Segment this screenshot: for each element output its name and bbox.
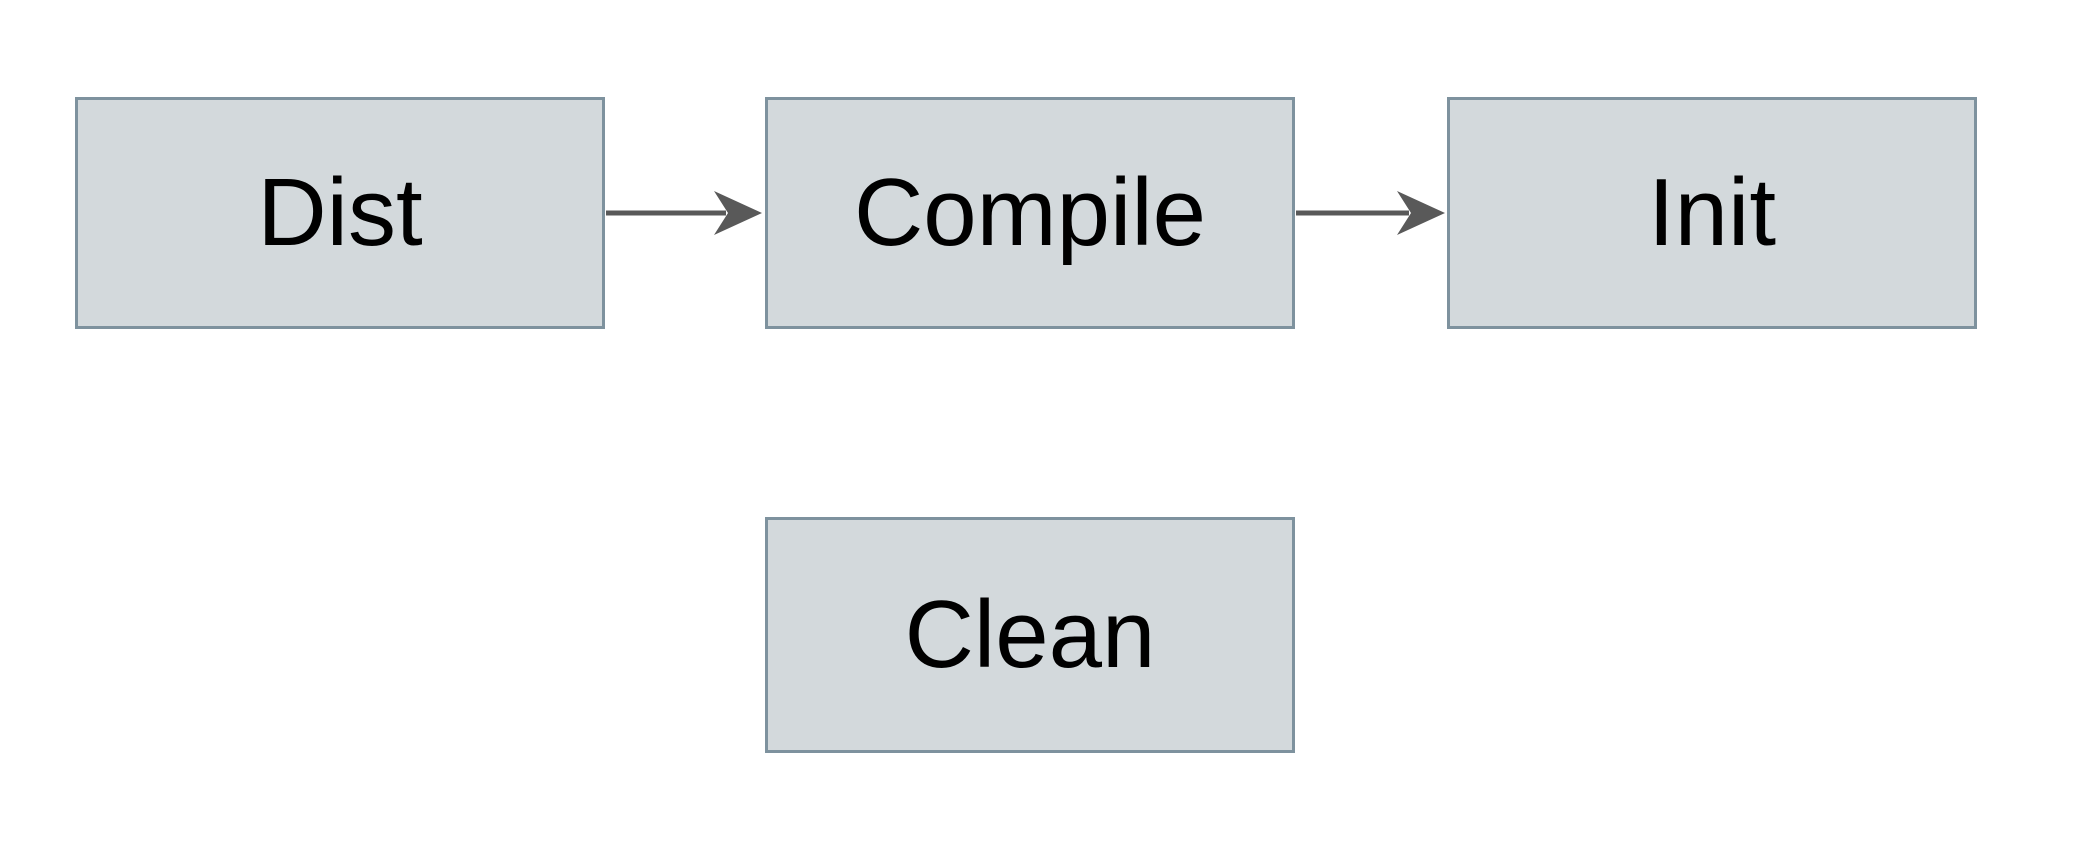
node-compile-label: Compile [853, 159, 1207, 266]
node-init-label: Init [1647, 159, 1777, 266]
node-dist: Dist [75, 97, 605, 329]
node-compile: Compile [765, 97, 1295, 329]
arrowhead-icon [714, 191, 762, 235]
node-clean: Clean [765, 517, 1295, 753]
arrow-compile-to-init [1296, 191, 1445, 235]
arrow-dist-to-compile [606, 191, 762, 235]
arrowhead-icon [1397, 191, 1445, 235]
node-init: Init [1447, 97, 1977, 329]
node-clean-label: Clean [904, 581, 1156, 688]
node-dist-label: Dist [257, 159, 423, 266]
